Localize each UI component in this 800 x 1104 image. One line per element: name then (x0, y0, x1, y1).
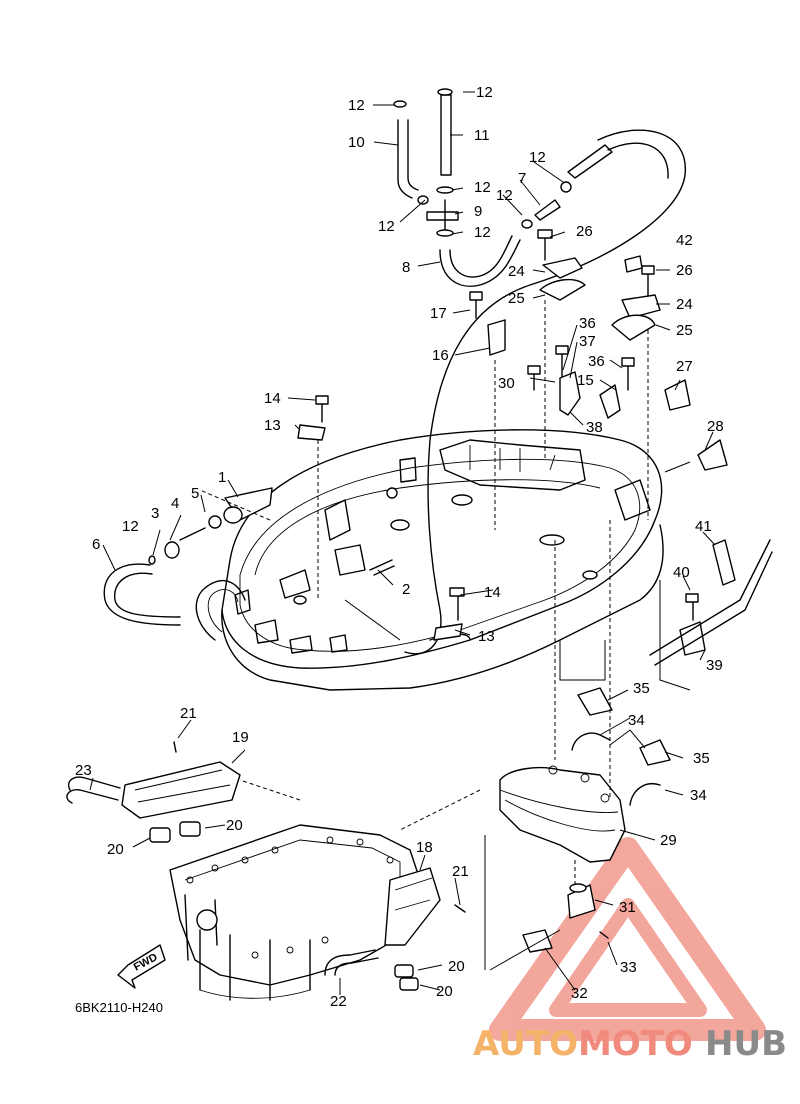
callout-16: 16 (432, 347, 449, 364)
callout-15: 15 (577, 372, 594, 389)
callout-leaders (89, 91, 716, 995)
callout-12: 12 (122, 518, 139, 535)
callout-23: 23 (75, 762, 92, 779)
callout-39: 39 (706, 657, 723, 674)
callout-17: 17 (430, 305, 447, 322)
connector-lines (199, 300, 691, 971)
callout-12: 12 (496, 187, 513, 204)
callout-12: 12 (378, 218, 395, 235)
callout-26: 26 (676, 262, 693, 279)
bottom-cowling (195, 429, 664, 691)
callout-12: 12 (474, 224, 491, 241)
callout-14: 14 (484, 584, 501, 601)
hose-loop (404, 129, 686, 655)
callout-35: 35 (693, 750, 710, 767)
callout-32: 32 (571, 985, 588, 1002)
callout-27: 27 (676, 358, 693, 375)
callout-7: 7 (518, 170, 526, 187)
watermark-part2: MOTO (578, 1024, 693, 1064)
callout-28: 28 (707, 418, 724, 435)
callout-33: 33 (620, 959, 637, 976)
watermark-part3: HUB (705, 1024, 787, 1064)
callout-20: 20 (448, 958, 465, 975)
callout-14: 14 (264, 390, 281, 407)
callout-12: 12 (474, 179, 491, 196)
callout-26: 26 (576, 223, 593, 240)
watermark-part1: AUTO (473, 1024, 578, 1064)
callout-12: 12 (529, 149, 546, 166)
drawing-code: 6BK2110-H240 (75, 1000, 163, 1015)
callout-3: 3 (151, 505, 159, 522)
callout-11: 11 (474, 127, 490, 144)
callout-2: 2 (402, 581, 410, 598)
callout-4: 4 (171, 495, 179, 512)
callout-41: 41 (695, 518, 712, 535)
watermark-triangle-icon (489, 837, 766, 1041)
callout-40: 40 (673, 564, 690, 581)
callout-13: 13 (264, 417, 281, 434)
callout-34: 34 (628, 712, 645, 729)
callout-25: 25 (508, 290, 525, 307)
callout-5: 5 (191, 485, 199, 502)
callout-36: 36 (588, 353, 605, 370)
callout-10: 10 (348, 134, 365, 151)
callout-8: 8 (402, 259, 410, 276)
callout-25: 25 (676, 322, 693, 339)
callout-18: 18 (416, 839, 433, 856)
callout-19: 19 (232, 729, 249, 746)
callout-38: 38 (586, 419, 603, 436)
oil-tank (499, 765, 626, 863)
callout-21: 21 (452, 863, 469, 880)
callout-21: 21 (180, 705, 197, 722)
callout-13: 13 (478, 628, 495, 645)
callout-1: 1 (218, 469, 226, 486)
callout-24: 24 (508, 263, 525, 280)
callout-20: 20 (107, 841, 124, 858)
callout-42: 42 (676, 232, 693, 249)
callout-24: 24 (676, 296, 693, 313)
callout-12: 12 (348, 97, 365, 114)
callout-31: 31 (619, 899, 636, 916)
callout-12: 12 (476, 84, 493, 101)
callout-20: 20 (226, 817, 243, 834)
fwd-arrow-icon: FWD (117, 944, 166, 989)
lower-case (169, 824, 421, 1001)
callout-36: 36 (579, 315, 596, 332)
callout-20: 20 (436, 983, 453, 1000)
callout-6: 6 (92, 536, 100, 553)
callout-34: 34 (690, 787, 707, 804)
watermark-text: AUTO MOTO HUB (473, 1024, 787, 1064)
small-fittings (148, 88, 773, 953)
callout-22: 22 (330, 993, 347, 1010)
callout-37: 37 (579, 333, 596, 350)
cover-19 (121, 761, 441, 991)
callout-9: 9 (474, 203, 482, 220)
callout-30: 30 (498, 375, 515, 392)
hoses (66, 94, 521, 976)
callout-numbers: 12 12 10 11 12 7 12 12 9 12 12 8 26 24 2… (75, 84, 724, 1010)
callout-35: 35 (633, 680, 650, 697)
callout-29: 29 (660, 832, 677, 849)
